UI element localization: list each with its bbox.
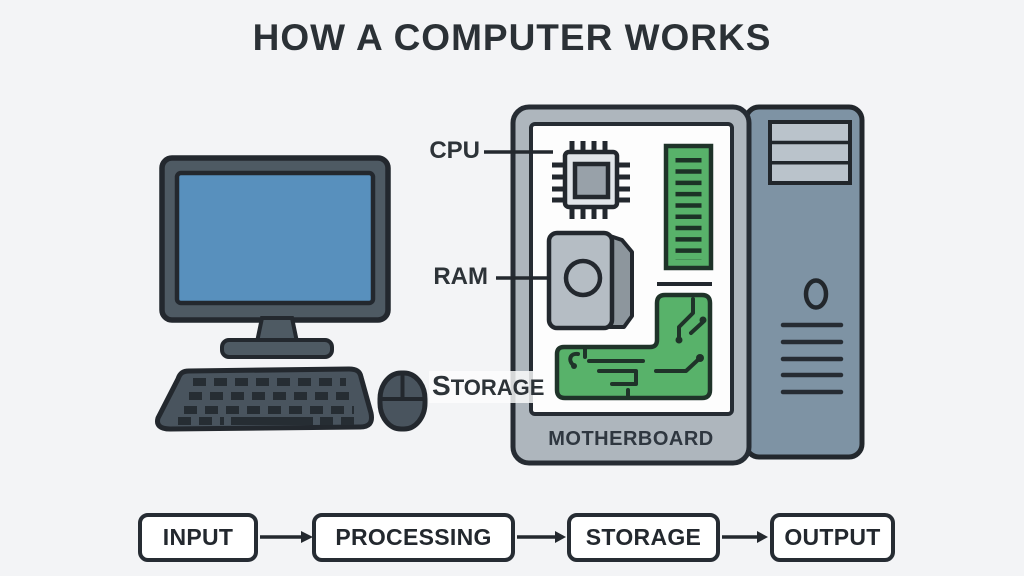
flow-arrow-1	[260, 531, 313, 543]
tower-power-button	[803, 278, 829, 310]
tower-icon	[743, 104, 865, 460]
flow-step-storage-label: STORAGE	[585, 524, 702, 550]
tower-vents	[780, 322, 844, 395]
circuit-traces-icon	[554, 292, 713, 401]
callout-storage-label: STORAGE	[429, 371, 548, 403]
flow-step-processing: PROCESSING	[312, 513, 515, 562]
flow-step-output-label: OUTPUT	[784, 524, 881, 550]
callout-cpu-label: CPU	[429, 137, 480, 164]
flow-arrow-3	[722, 531, 768, 543]
mouse-icon	[377, 370, 428, 432]
cpu-cooler-icon	[546, 230, 634, 331]
callout-ram-label: RAM	[433, 263, 488, 290]
flow-step-output: OUTPUT	[770, 513, 895, 562]
keyboard-icon	[155, 366, 374, 432]
tower-drive-bays	[768, 120, 852, 185]
cpu-chip-icon	[552, 141, 630, 219]
page-title: HOW A COMPUTER WORKS	[252, 17, 772, 58]
motherboard-label: MOTHERBOARD	[548, 428, 714, 450]
monitor-icon	[159, 155, 391, 359]
flow-step-storage: STORAGE	[567, 513, 720, 562]
flow-step-input: INPUT	[138, 513, 258, 562]
cpu-die	[572, 161, 611, 200]
flow-arrow-2	[517, 531, 566, 543]
monitor-stand-base	[220, 338, 334, 359]
flow-step-input-label: INPUT	[162, 524, 234, 550]
ram-stick-icon	[663, 143, 714, 271]
flow-step-processing-label: PROCESSING	[335, 524, 492, 550]
monitor-screen	[174, 170, 376, 306]
